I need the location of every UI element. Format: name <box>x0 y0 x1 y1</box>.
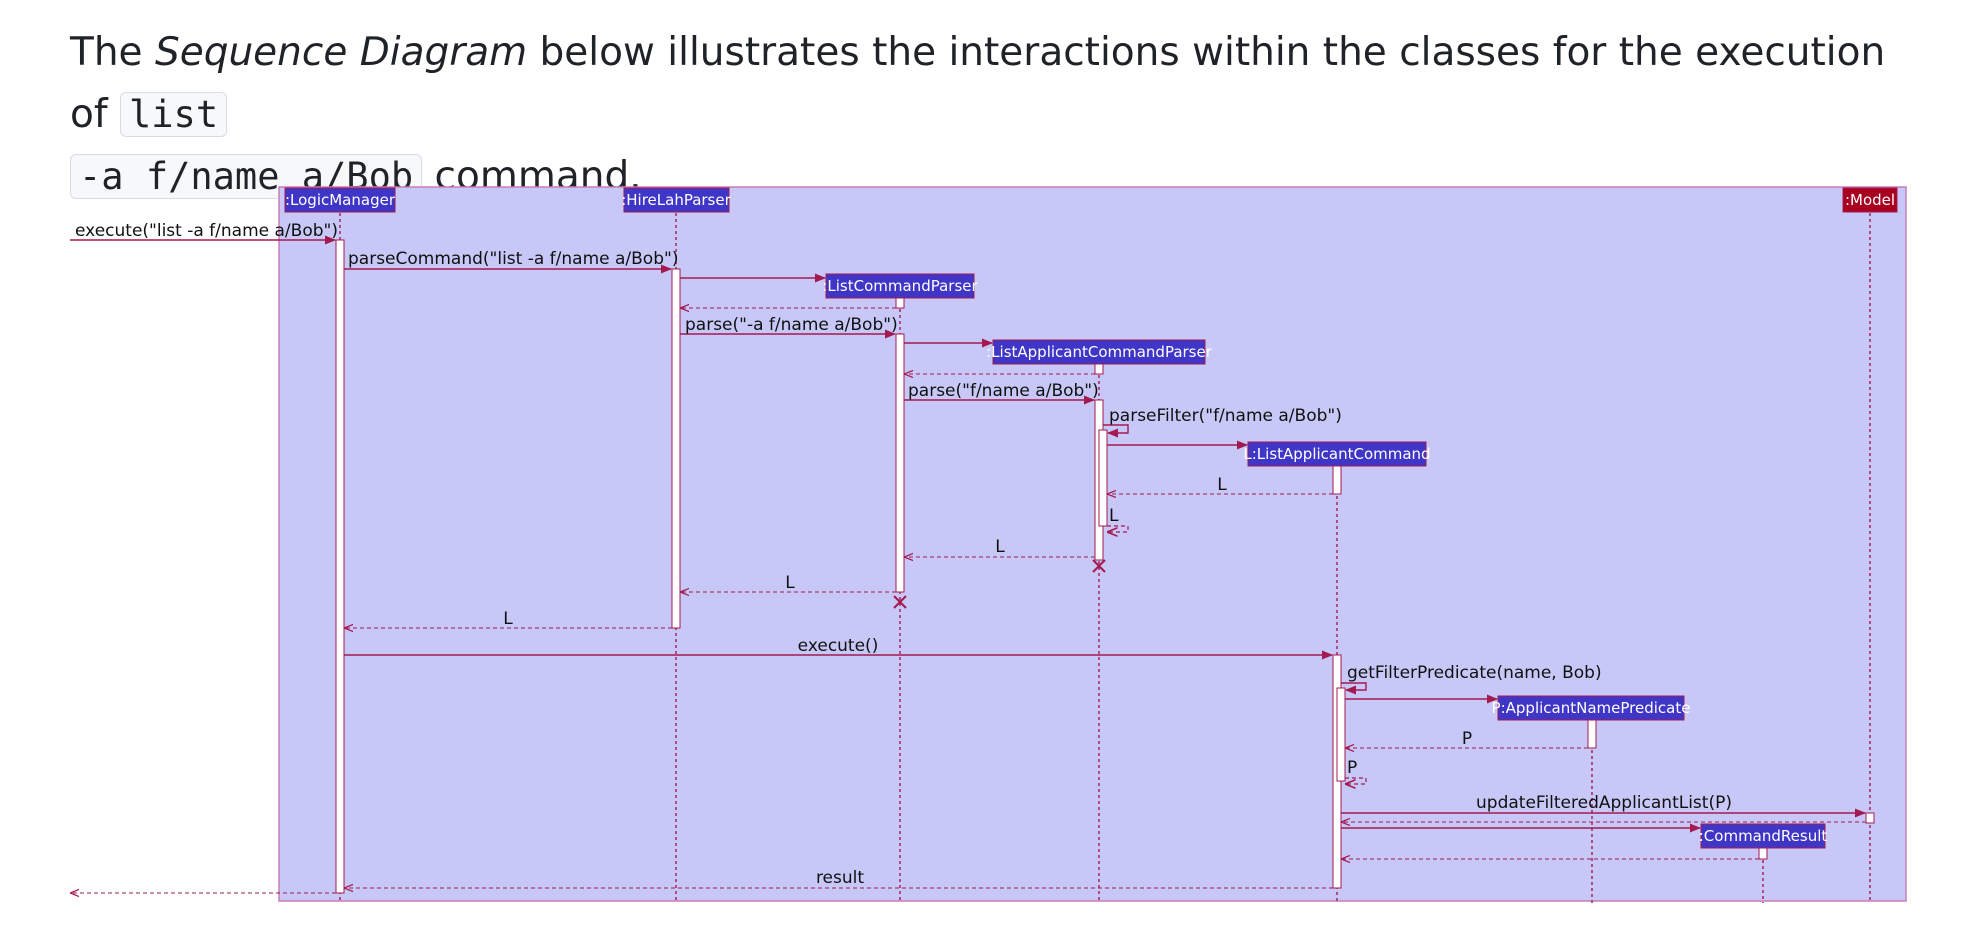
message-label: L <box>503 609 513 629</box>
activation-bar <box>1758 847 1768 860</box>
participant-box-logicmanager <box>284 187 396 213</box>
message-label: P <box>1347 758 1357 778</box>
activation-bar <box>895 333 905 593</box>
message-label: parse("f/name a/Bob") <box>908 381 1099 401</box>
participant-label-commandresult: :CommandResult <box>1699 827 1828 845</box>
message-label: L <box>785 573 795 593</box>
participant-box-commandresult <box>1700 823 1826 849</box>
inline-code-part2: -a f/name a/Bob <box>70 154 423 199</box>
activation-bar <box>1336 687 1346 782</box>
participant-box-listapplicantcommandparser <box>992 339 1206 365</box>
activation-bar <box>1094 362 1104 375</box>
participant-box-listcommandparser <box>825 273 975 299</box>
self-message-arrow <box>1103 424 1129 438</box>
activation-bar <box>1865 812 1875 824</box>
activation-bar <box>335 239 345 894</box>
self-return-arrow <box>1107 525 1129 532</box>
intro-text-before: The <box>70 30 155 75</box>
participant-box-listapplicantcommand <box>1247 441 1427 467</box>
activation-bar <box>1332 465 1342 495</box>
participant-label-applicantnamepredicate: P:ApplicantNamePredicate <box>1492 699 1691 717</box>
message-label: L <box>1217 475 1227 495</box>
destroy-marker <box>1092 559 1106 573</box>
message-label: parse("-a f/name a/Bob") <box>685 315 898 335</box>
destroy-marker <box>893 595 907 609</box>
participant-box-applicantnamepredicate <box>1497 695 1685 721</box>
participant-box-model <box>1842 187 1898 213</box>
diagram-frame <box>278 186 1907 902</box>
participant-label-listcommandparser: :ListCommandParser <box>822 277 978 295</box>
message-label: parseFilter("f/name a/Bob") <box>1109 406 1342 426</box>
intro-paragraph: The Sequence Diagram below illustrates t… <box>70 22 1920 208</box>
activation-bar <box>895 296 905 309</box>
activation-bar <box>1098 429 1108 527</box>
message-label: execute() <box>798 636 879 656</box>
participant-label-hirelahparser: :HireLahParser <box>621 191 731 209</box>
inline-code-part1: list <box>120 92 228 137</box>
activation-bar <box>1587 719 1597 749</box>
self-message-arrow <box>1341 682 1367 695</box>
participant-label-logicmanager: :LogicManager <box>285 191 396 209</box>
message-label: L <box>995 537 1005 557</box>
message-label: L <box>1109 506 1119 526</box>
intro-emphasis: Sequence Diagram <box>154 30 528 75</box>
message-label: result <box>816 868 864 888</box>
message-label: parseCommand("list -a f/name a/Bob") <box>348 249 678 269</box>
intro-text-middle: below illustrates the interactions withi… <box>70 30 1886 137</box>
participant-label-listapplicantcommandparser: :ListApplicantCommandParser <box>986 343 1213 361</box>
participant-label-listapplicantcommand: L:ListApplicantCommand <box>1243 445 1430 463</box>
message-label: execute("list -a f/name a/Bob") <box>75 221 338 241</box>
participant-box-hirelahparser <box>623 187 730 213</box>
self-return-arrow <box>1345 777 1367 784</box>
message-label: P <box>1462 729 1472 749</box>
activation-bar <box>671 268 681 629</box>
message-label: getFilterPredicate(name, Bob) <box>1347 663 1602 683</box>
participant-label-model: :Model <box>1845 191 1895 209</box>
message-label: updateFilteredApplicantList(P) <box>1476 793 1732 813</box>
